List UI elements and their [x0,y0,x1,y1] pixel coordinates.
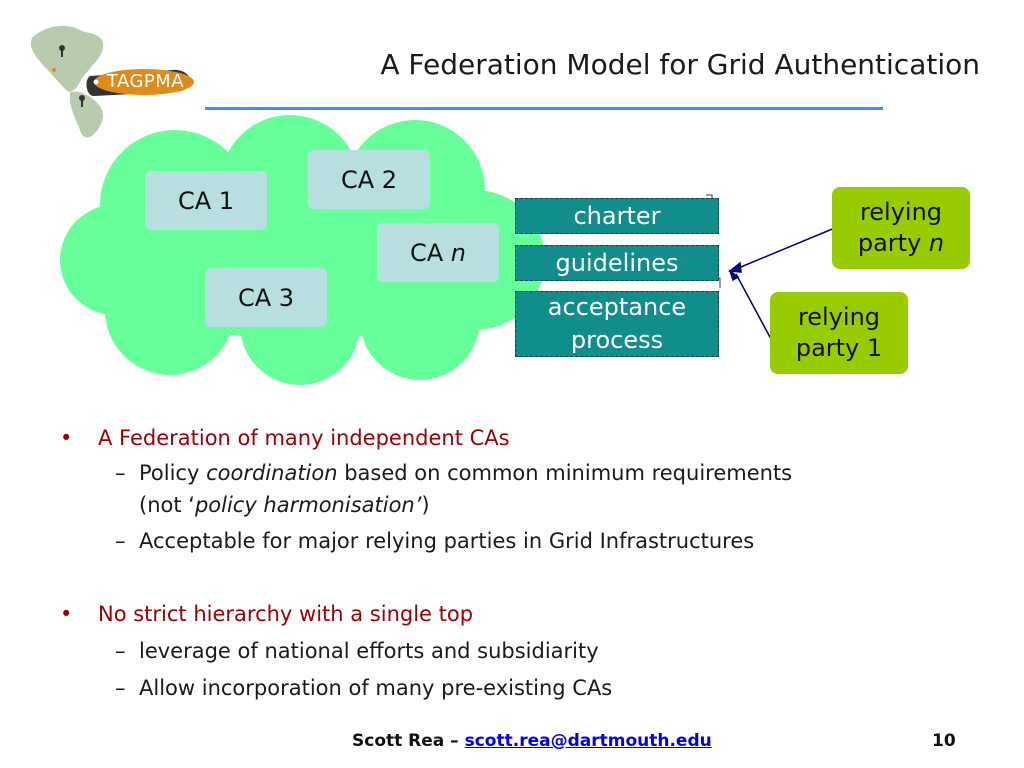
ca-3-label: CA 3 [237,283,295,312]
ca-2-box: CA 2 [308,150,430,209]
footer-author: Scott Rea – scott.rea@dartmouth.edu [352,731,712,751]
footer-author-name: Scott Rea – [352,731,465,751]
relying-party-1-line2: party 1 [795,334,883,362]
ca-n-italic: n [450,238,467,267]
ca-2-label: CA 2 [340,165,398,194]
charter-doc: charter [515,198,719,234]
slide-title: A Federation Model for Grid Authenticati… [380,48,980,81]
page-number: 10 [932,731,956,751]
americas-map-graphic [30,25,194,138]
bullet-2-text: No strict hierarchy with a single top [98,602,474,626]
relying-party-n-line1: relying [859,198,943,226]
bullet-1-text: A Federation of many independent CAs [98,426,510,450]
relying-party-n-italic: n [928,229,945,257]
ca-3-box: CA 3 [205,268,327,327]
acceptance-process-doc: acceptance process [515,291,719,357]
relying-party-n: relying party n [832,187,970,269]
ca-1-box: CA 1 [145,171,267,230]
relying-party-1-line1: relying [797,303,881,331]
ca-1-label: CA 1 [177,186,235,215]
relying-party-1: relying party 1 [770,292,908,374]
logo-text: TAGPMA [106,71,185,92]
tagpma-logo: TAGPMA [22,20,212,145]
title-underline [205,107,883,110]
federation-diagram: CA 1 CA 2 CA n CA 3 charter guidelines a… [0,110,1024,410]
ca-n-label: CA [409,238,451,267]
footer-email-link[interactable]: scott.rea@dartmouth.edu [464,731,712,751]
ca-n-box: CA n [377,223,499,282]
guidelines-doc: guidelines [515,245,719,281]
relying-party-n-line2: party [857,229,929,257]
bullet-1-sub-1-line2: (not ‘policy harmonisation’) [139,493,430,517]
